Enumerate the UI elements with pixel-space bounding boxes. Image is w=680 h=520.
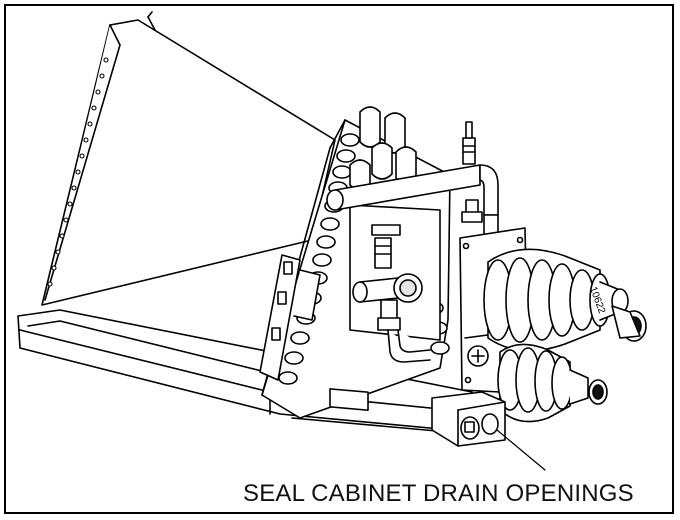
callout-leader-line bbox=[496, 429, 546, 471]
drain-openings-block bbox=[431, 391, 506, 447]
suction-line-fitting bbox=[483, 248, 647, 352]
header-plate bbox=[329, 204, 441, 411]
coil-fin-holes bbox=[47, 57, 109, 287]
coil-top-return-bends bbox=[349, 106, 417, 191]
liquid-line-fitting bbox=[497, 343, 608, 423]
left-mount-bracket bbox=[259, 254, 321, 381]
drain-callout-label: SEAL CABINET DRAIN OPENINGS bbox=[243, 480, 634, 507]
plate-knockout-icon bbox=[467, 345, 489, 367]
distributor-valve bbox=[352, 237, 431, 363]
header-bracket bbox=[461, 199, 483, 223]
schrader-valve bbox=[462, 121, 476, 165]
suction-header-pipe bbox=[326, 164, 499, 241]
coil-back-slab bbox=[41, 11, 336, 306]
